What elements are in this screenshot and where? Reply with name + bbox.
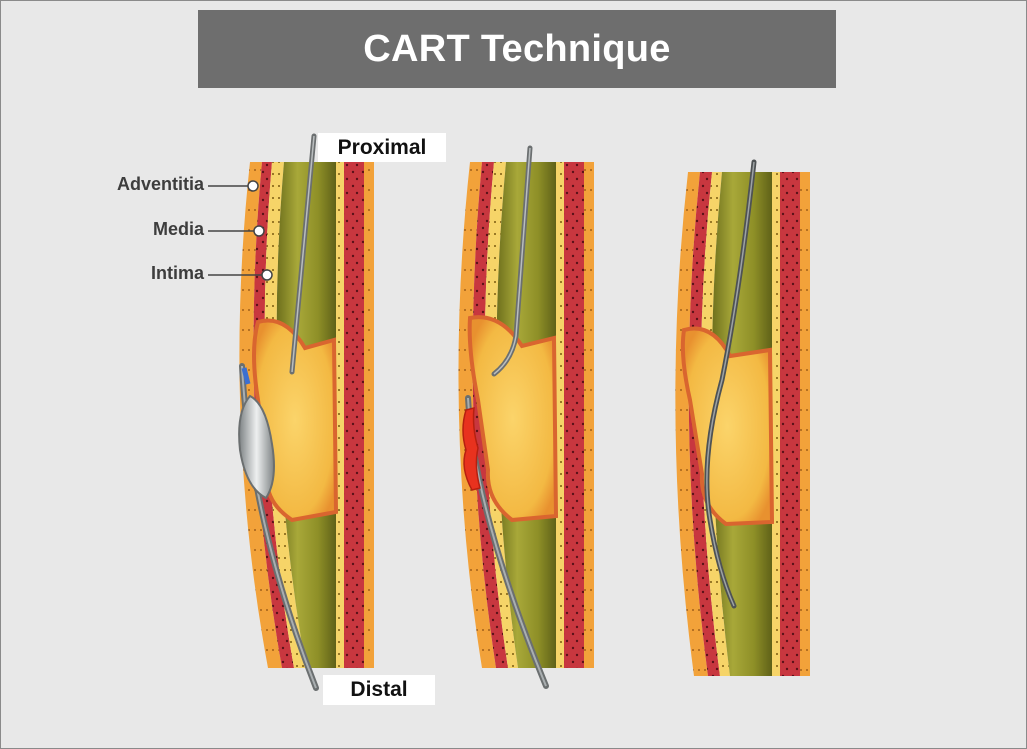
adventitia-marker [248,181,258,191]
panel-1-balloon [239,136,374,688]
media-marker [254,226,264,236]
panel-3-wire-crossing [675,162,810,676]
intima-label: Intima [94,263,204,284]
panel-2-connection [458,148,594,686]
panel2-right-media [564,162,584,668]
adventitia-label: Adventitia [94,174,204,195]
panel3-right-adventitia [800,172,810,676]
distal-label: Distal [323,675,435,705]
panel3-right-intima [772,172,780,676]
proximal-text: Proximal [338,136,427,160]
panel3-right-media [780,172,800,676]
distal-text: Distal [350,678,407,702]
panel2-right-intima [556,162,564,668]
proximal-label: Proximal [318,133,446,162]
intima-marker [262,270,272,280]
panel1-right-intima [336,162,344,668]
panel1-right-adventitia [364,162,374,668]
panel1-right-media [344,162,364,668]
media-label: Media [94,219,204,240]
panel2-right-adventitia [584,162,594,668]
